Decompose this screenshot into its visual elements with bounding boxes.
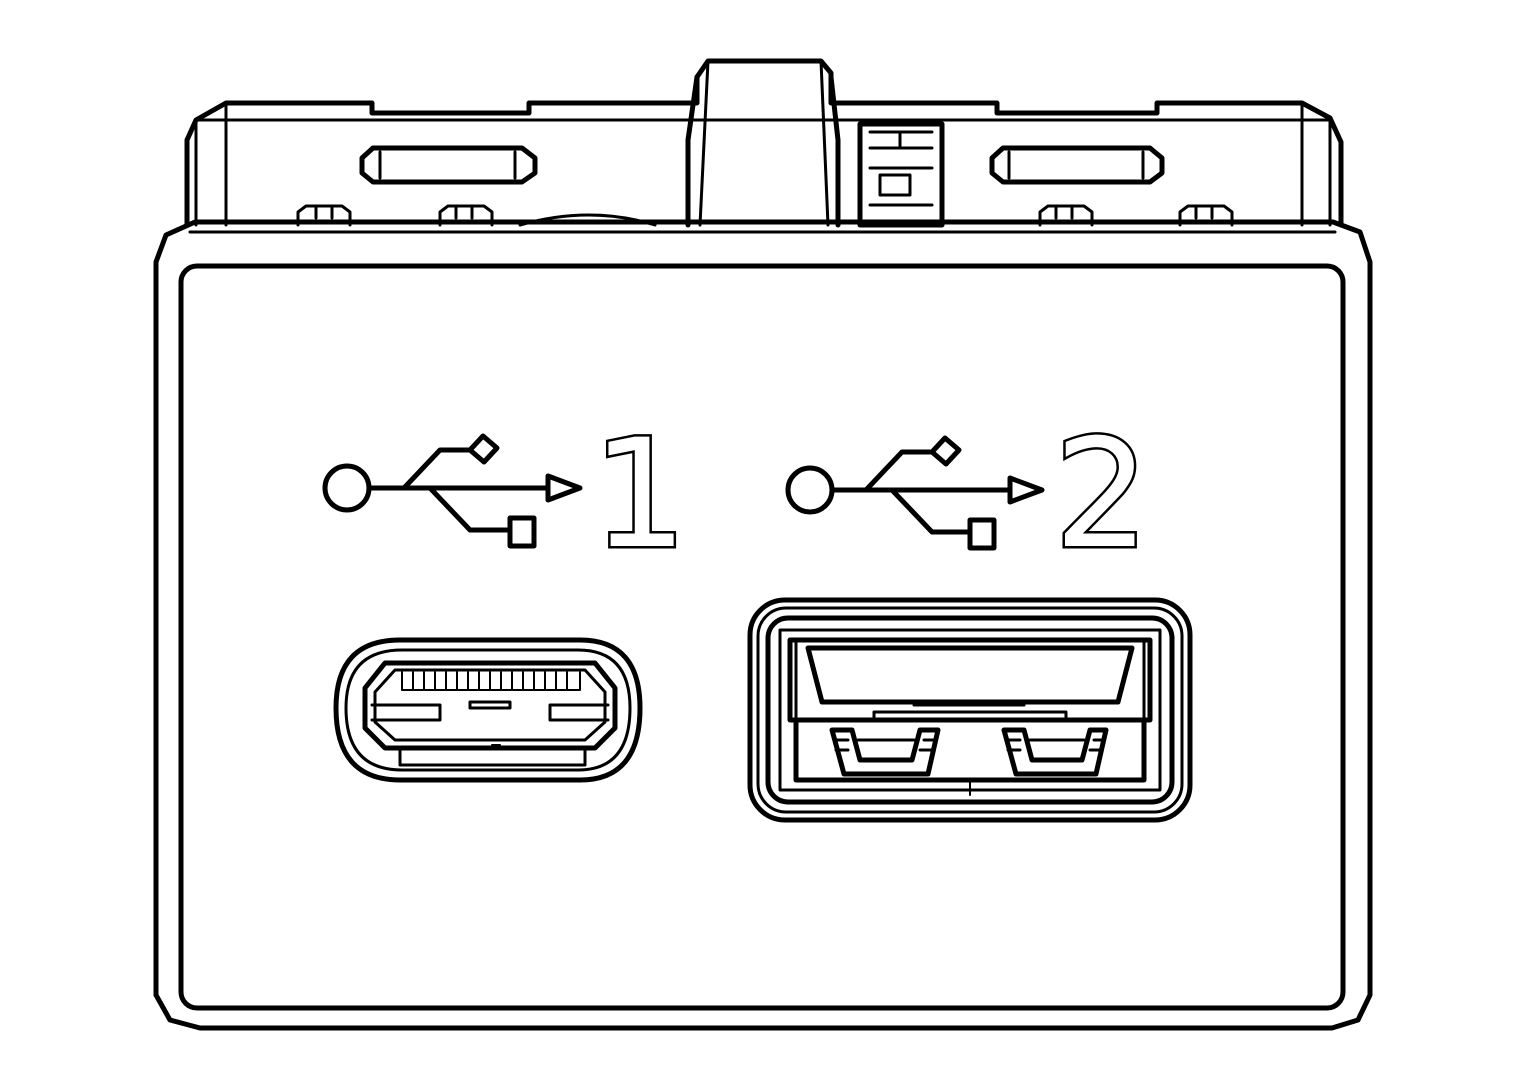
usb-c-port[interactable]: [333, 637, 643, 783]
port-2-label: 2: [1054, 408, 1149, 582]
face-plate: [153, 219, 1373, 1031]
port-1-label: 1: [592, 408, 687, 582]
rear-housing: [184, 58, 1344, 228]
usb-a-port[interactable]: [747, 597, 1193, 823]
usb-trident-icon: [785, 435, 1045, 551]
usb-trident-icon: [322, 433, 583, 549]
